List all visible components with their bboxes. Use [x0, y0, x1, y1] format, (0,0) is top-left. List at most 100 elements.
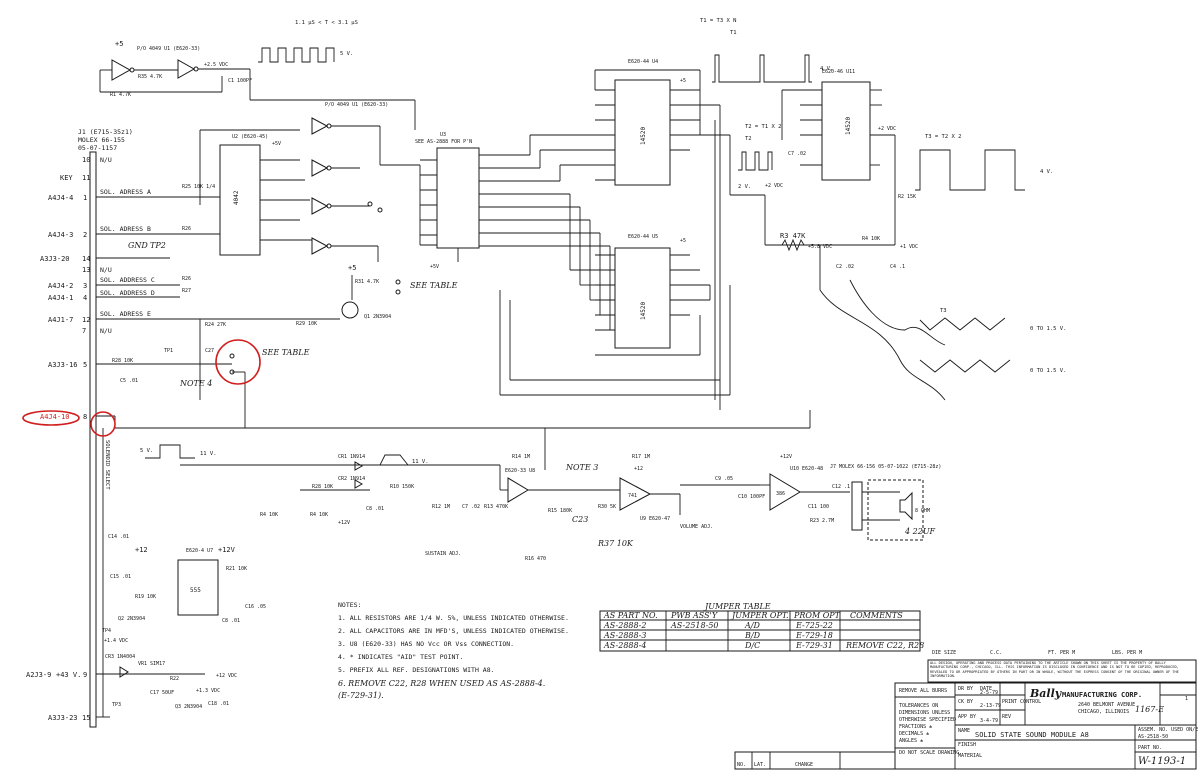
q-v5: +5: [348, 264, 356, 272]
t3b-label: T3: [940, 308, 947, 314]
u8-label: E620-33 U8: [505, 468, 535, 474]
jt-h-jumper: JUMPER OPT.: [730, 611, 789, 620]
tb-addr1: 2640 BELMONT AVENUE: [1078, 702, 1135, 708]
pin-ref-a4j4-2: A4J4-2: [48, 282, 73, 290]
j1-header-3: 05-07-1157: [78, 144, 117, 152]
tb-part-label: PART NO.: [1138, 745, 1162, 751]
lower-plus12: +12: [135, 546, 148, 554]
u2-label: U2 (E620-45): [232, 134, 268, 140]
j1-header-2: MOLEX 66-155: [78, 136, 125, 144]
pin-10-nu: N/U: [100, 156, 112, 164]
pin-ref-a3j3-20: A3J3-20: [40, 255, 70, 263]
jt-h-pwb: PWB ASS'Y: [670, 611, 718, 620]
v1vdc-label: +1 VDC: [900, 244, 918, 250]
u9-label: U9 E620-47: [640, 516, 670, 522]
ic-u11: E620-46 U11 14520 +2 VDC C7 .02: [781, 69, 896, 181]
r23-label: R23 2.7M: [810, 518, 834, 524]
tp2-label: TP2: [150, 241, 166, 250]
jumper-table: JUMPER TABLE AS PART NO. PWB ASS'Y JUMPE…: [599, 602, 924, 652]
v12vdc-label: +12 VDC: [216, 673, 237, 679]
pin-num-12: 12: [82, 316, 90, 324]
pin-num-7: 7: [82, 327, 86, 335]
sig-adress-a: SOL. ADRESS A: [100, 188, 151, 196]
c15-label: C15 .01: [110, 574, 131, 580]
u10-chip: 386: [776, 491, 785, 497]
pin-num-8: 8: [83, 413, 87, 421]
tb-print-control: PRINT CONTROL: [1002, 699, 1041, 705]
u11-v2: +2 VDC: [765, 183, 783, 189]
waveform-top-left: 1.1 µS < T < 3.1 µS 5 V.: [258, 20, 358, 63]
jt-r2-c3: B/D: [744, 631, 761, 640]
volume-label: VOLUME ADJ.: [680, 524, 713, 530]
t2-amp: 2 V.: [738, 184, 751, 190]
r10-label: R10 150K: [390, 484, 414, 490]
c11-label: C11 100: [808, 504, 829, 510]
tb-addr2: CHICAGO, ILLINOIS: [1078, 709, 1129, 715]
tb-change: CHANGE: [795, 762, 813, 768]
u3-label: SEE AS-2888 FOR P'N: [415, 139, 472, 145]
u9-chip: 741: [628, 493, 637, 499]
u11-chip: 14520: [845, 117, 852, 135]
tb-tol-0: TOLERANCES ON: [899, 703, 938, 709]
u4-v5: +5: [680, 78, 686, 84]
title-block: DIE SIZE C.C. FT. PER M LBS. PER M ALL D…: [734, 650, 1198, 770]
tp4-label: TP4: [102, 628, 111, 634]
u1-inv-label: P/O 4049 U1 (E620-33): [325, 102, 388, 108]
pin-ref-a3j3-23: A3J3-23: [48, 714, 78, 722]
u1-inverters: P/O 4049 U1 (E620-33): [311, 102, 420, 262]
r35-label: R35 4.7K: [138, 74, 162, 80]
jt-r3-c3: D/C: [744, 641, 760, 650]
tb-rev: REV: [1002, 714, 1011, 720]
mixing-network: R3 47K +5.8 VDC R4 10K +1 VDC C2 .02 C4 …: [764, 135, 946, 401]
tb-ftperm: FT. PER M: [1048, 650, 1075, 656]
r17-label: R17 1M: [632, 454, 650, 460]
u5-chip: 14520: [640, 302, 647, 320]
r4-label: R4 10K: [862, 236, 880, 242]
waveform-t3: T3 = T2 X 2 4 V.: [915, 134, 1053, 191]
u10-label: U10 E620-48: [790, 466, 823, 472]
waveform-ramps: T3 0 TO 1.5 V. 0 TO 1.5 V.: [919, 308, 1066, 374]
r9-label: R28 10K: [312, 484, 333, 490]
tb-ck-by: CK BY: [958, 699, 973, 705]
r30-label: R30 5K: [598, 504, 616, 510]
plus43v-label: +43 V.: [56, 671, 81, 679]
c14-label: C14 .01: [108, 534, 129, 540]
pin-num-5: 5: [83, 361, 87, 369]
solenoid-select-label: SOLENOID SELECT: [104, 440, 110, 490]
pin-ref-a4j4-4: A4J4-4: [48, 194, 73, 202]
t2-eq: T2 = T1 X 2: [745, 124, 781, 130]
tb-finish: FINISH: [958, 742, 976, 748]
r16-label: R16 470: [525, 556, 546, 562]
red-mark-jumper: [215, 339, 261, 385]
tb-date2: 2-13-79: [980, 703, 1001, 709]
top-amp-label: 5 V.: [340, 51, 353, 57]
r27-label: R27: [182, 288, 191, 294]
c8-label: C8 .01: [366, 506, 384, 512]
notes-title: NOTES:: [338, 601, 361, 609]
u1-oscillator: P/O 4049 U1 (E620-33) +5 R35 4.7K R1 4.7…: [99, 40, 416, 130]
pin-ref-a2j3-9: A2J3-9: [26, 671, 51, 679]
u7-plus12: +12V: [218, 546, 236, 554]
u10-v12: +12V: [780, 454, 792, 460]
jt-h-prom: PROM OPT: [793, 611, 841, 620]
pin-num-1: 1: [83, 194, 87, 202]
waveform-t1: T1 = T3 X N T1 4 V.: [700, 18, 833, 83]
r29-label: R29 10K: [296, 321, 317, 327]
bus-wires: [499, 104, 765, 410]
c1-label: C1 100PF: [228, 78, 252, 84]
r28-label: R28 10K: [112, 358, 133, 364]
jt-r2-c4: E-729-18: [795, 631, 833, 640]
pin-num-4: 4: [83, 294, 87, 302]
r21-label: R21 10K: [226, 566, 247, 572]
jt-r3-c1: AS-2888-4: [603, 641, 646, 650]
tb-date3: 3-4-79: [980, 718, 998, 724]
tb-do-not-scale: DO NOT SCALE DRAWING: [899, 750, 959, 756]
sig-adress-e: SOL. ADRESS E: [100, 310, 151, 318]
note-6: 6. REMOVE C22, R28 WHEN USED AS AS-2888-…: [338, 679, 545, 688]
tb-die-size: DIE SIZE: [932, 650, 956, 656]
tb-name: SOLID STATE SOUND MODULE A8: [975, 731, 1089, 739]
r3-label: R3 47K: [780, 232, 806, 240]
pin-ref-a4j4-3: A4J4-3: [48, 231, 73, 239]
